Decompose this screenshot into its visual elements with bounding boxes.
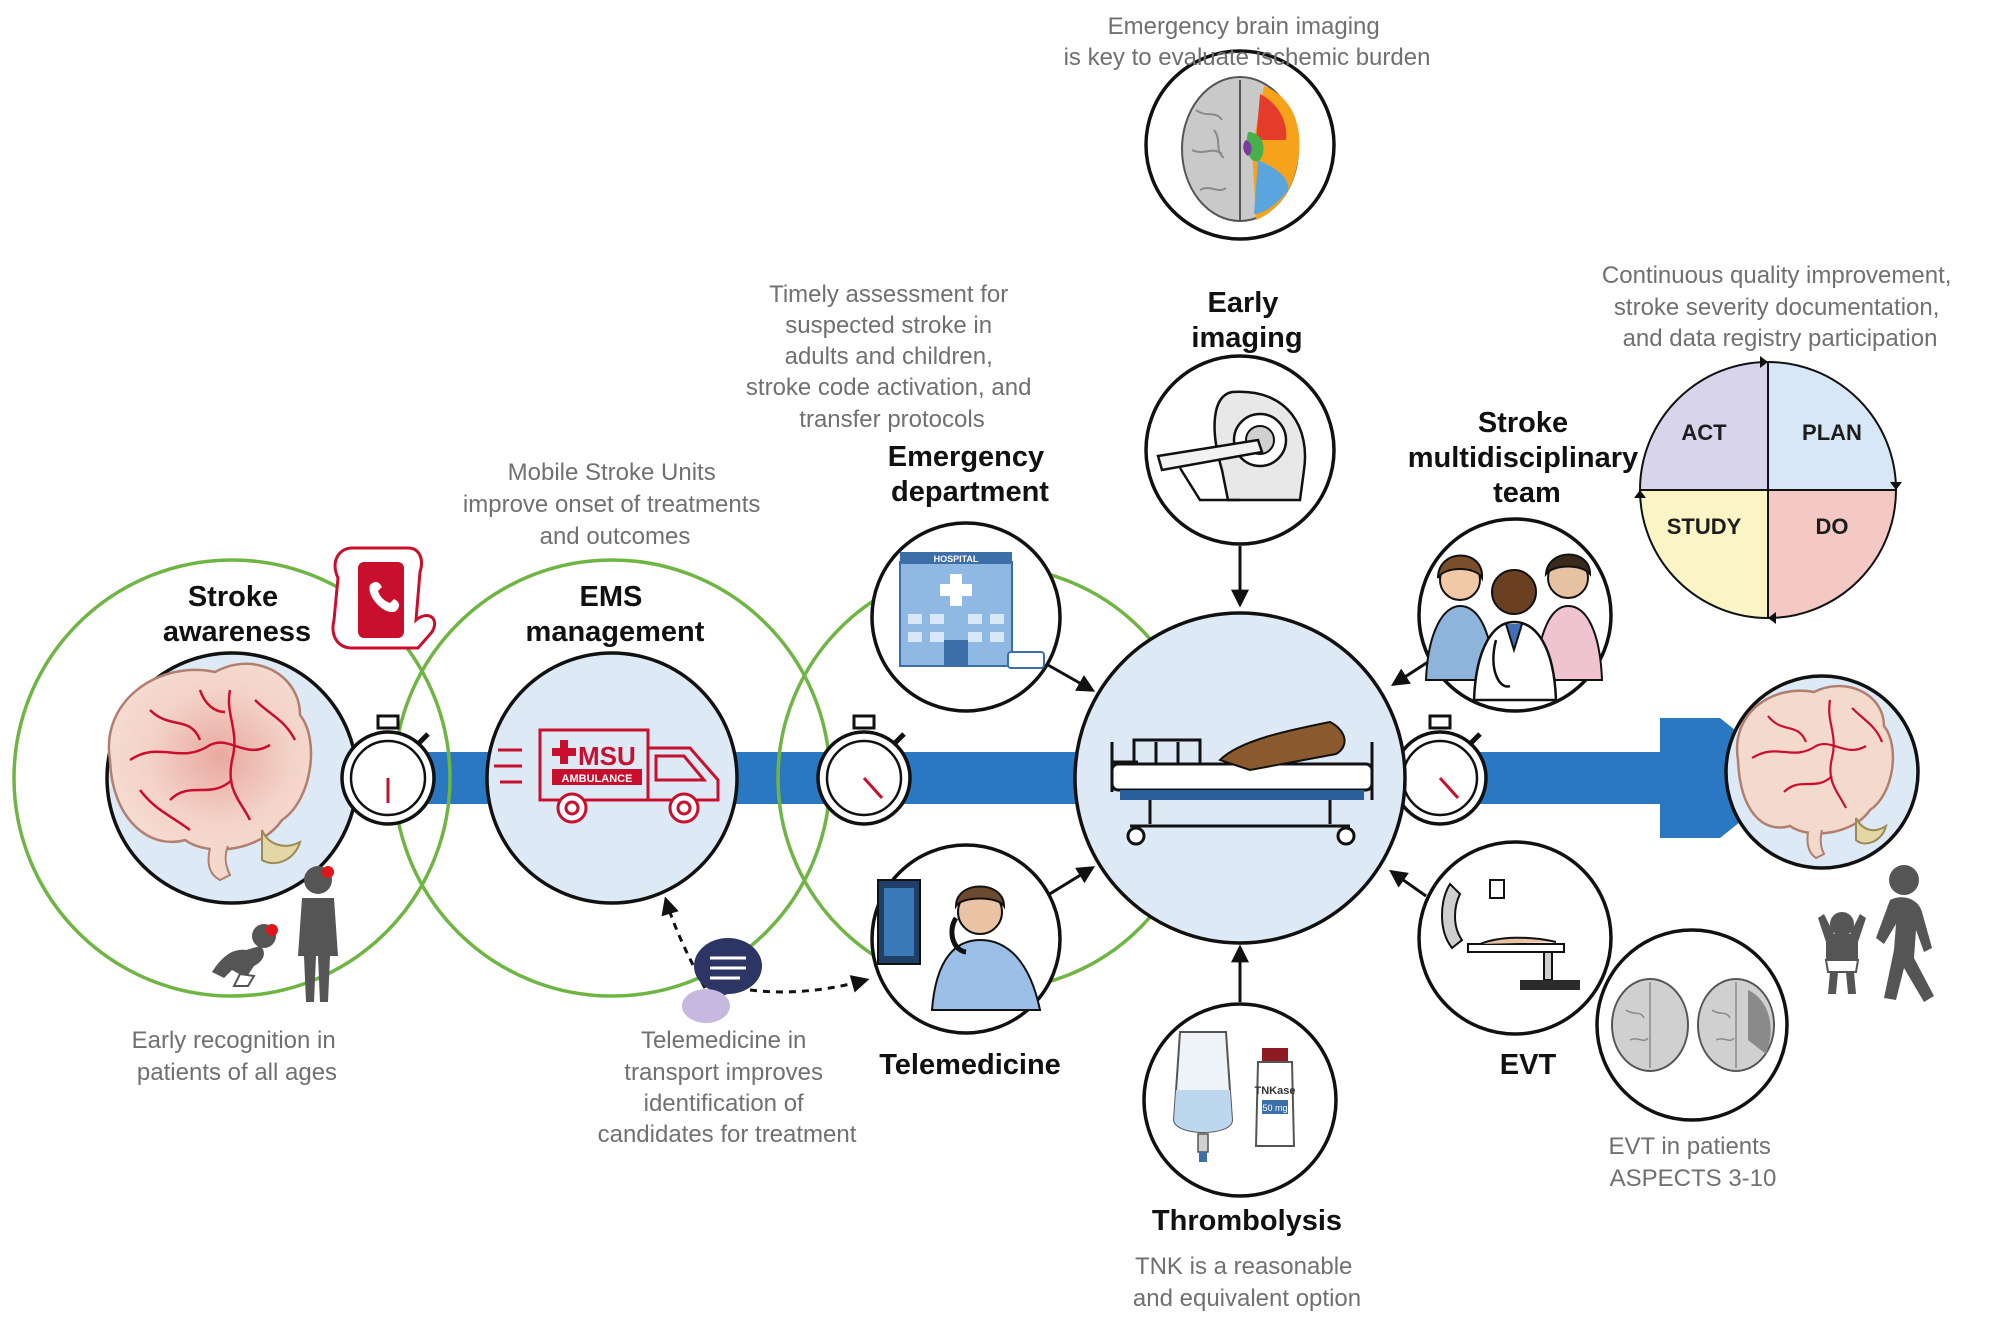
aspects-ct-node: [1595, 928, 1789, 1122]
angiography-suite-icon: [1441, 879, 1580, 990]
hospital-sign: HOSPITAL: [934, 554, 979, 564]
msu-note: Mobile Stroke Units improve onset of tre…: [463, 459, 767, 550]
arrow-telemedicine-transport-to-telemedicine: [749, 975, 870, 994]
recovered-brain-node: [1724, 674, 1920, 870]
stroke-brain-node: [105, 651, 359, 905]
vial-dose: 50 mg: [1262, 1103, 1287, 1113]
pdsa-act-label: ACT: [1681, 420, 1727, 445]
telemedicine-title: Telemedicine: [879, 1049, 1061, 1081]
early-imaging-title: Early imaging: [1191, 287, 1302, 354]
evt-angiography-node: [1417, 840, 1613, 1036]
stopwatch-icon: [816, 714, 912, 826]
stopwatch-icon: [340, 714, 436, 826]
brain-imaging-note: Emergency brain imaging is key to evalua…: [1064, 13, 1431, 71]
thrombolysis-title: Thrombolysis: [1152, 1205, 1342, 1237]
arrow-telemedicine-to-center: [1047, 866, 1096, 897]
timely-assessment-note: Timely assessment for suspected stroke i…: [746, 281, 1038, 433]
pdsa-do-quadrant: [1767, 489, 1898, 620]
quality-improvement-note: Continuous quality improvement, stroke s…: [1602, 262, 1958, 352]
arrow-evt-to-center: [1389, 869, 1427, 898]
emergency-department-title: Emergency department: [888, 441, 1052, 508]
pdsa-plan-quadrant: [1767, 360, 1898, 491]
early-recognition-note: Early recognition in patients of all age…: [132, 1027, 343, 1086]
evt-aspects-note: EVT in patients ASPECTS 3-10: [1609, 1133, 1778, 1192]
telemedicine-transport-note: Telemedicine in transport improves ident…: [598, 1027, 857, 1148]
ems-management-title: EMS management: [526, 581, 705, 648]
central-patient-bed-node: [1073, 611, 1407, 945]
pdsa-study-quadrant: [1638, 489, 1769, 620]
stopwatch-icon: [1392, 714, 1488, 826]
iv-bag-and-vial-icon: TNKase 50 mg: [1172, 1031, 1296, 1162]
brain-hemorrhage-icon: [107, 662, 313, 882]
vial-drug-name: TNKase: [1255, 1085, 1296, 1097]
emergency-department-node: HOSPITAL: [870, 521, 1062, 713]
evt-title: EVT: [1500, 1049, 1557, 1081]
stroke-team-title: Stroke multidisciplinary team: [1408, 407, 1647, 509]
ct-brain-slices-icon: [1611, 978, 1775, 1072]
hospital-bed-icon: [1110, 720, 1374, 846]
phone-call-icon: [331, 546, 437, 650]
arrow-team-to-center: [1390, 660, 1429, 686]
telemedicine-physician-icon: [877, 879, 1042, 1011]
stroke-team-node: [1417, 517, 1613, 713]
ambulance-text: AMBULANCE: [562, 773, 633, 785]
recovered-patients-icon: [1818, 865, 1934, 1002]
tnk-note: TNK is a reasonable and equivalent optio…: [1133, 1253, 1361, 1312]
pdsa-cycle: ACT PLAN STUDY DO: [1634, 356, 1902, 624]
brain-imaging-node: [1144, 49, 1336, 241]
ambulance-icon: MSU AMBULANCE: [494, 728, 720, 824]
hospital-building-icon: HOSPITAL: [899, 552, 1045, 669]
pdsa-plan-label: PLAN: [1802, 420, 1862, 445]
ambulance-unit-label: MSU: [578, 741, 636, 771]
stroke-awareness-title: Stroke awareness: [163, 581, 311, 648]
ems-ambulance-node: MSU AMBULANCE: [485, 651, 739, 905]
ct-scanner-icon: [1156, 390, 1307, 502]
pdsa-act-quadrant: [1638, 360, 1769, 491]
stroke-awareness-ring: [12, 558, 452, 998]
ct-scanner-node: [1144, 354, 1336, 546]
pdsa-study-label: STUDY: [1667, 514, 1742, 539]
arrow-ed-to-center: [1047, 663, 1096, 692]
thrombolysis-node: TNKase 50 mg: [1142, 1002, 1338, 1198]
perfusion-map-brain-icon: [1181, 76, 1300, 222]
connector-arrows: [661, 546, 1429, 1002]
telemedicine-node: [870, 843, 1062, 1035]
chat-bubbles-icon: [682, 938, 762, 1023]
healthy-brain-icon: [1735, 684, 1895, 860]
pdsa-do-label: DO: [1816, 514, 1849, 539]
patients-all-ages-icon: [212, 866, 338, 1002]
medical-team-icon: [1424, 553, 1604, 702]
